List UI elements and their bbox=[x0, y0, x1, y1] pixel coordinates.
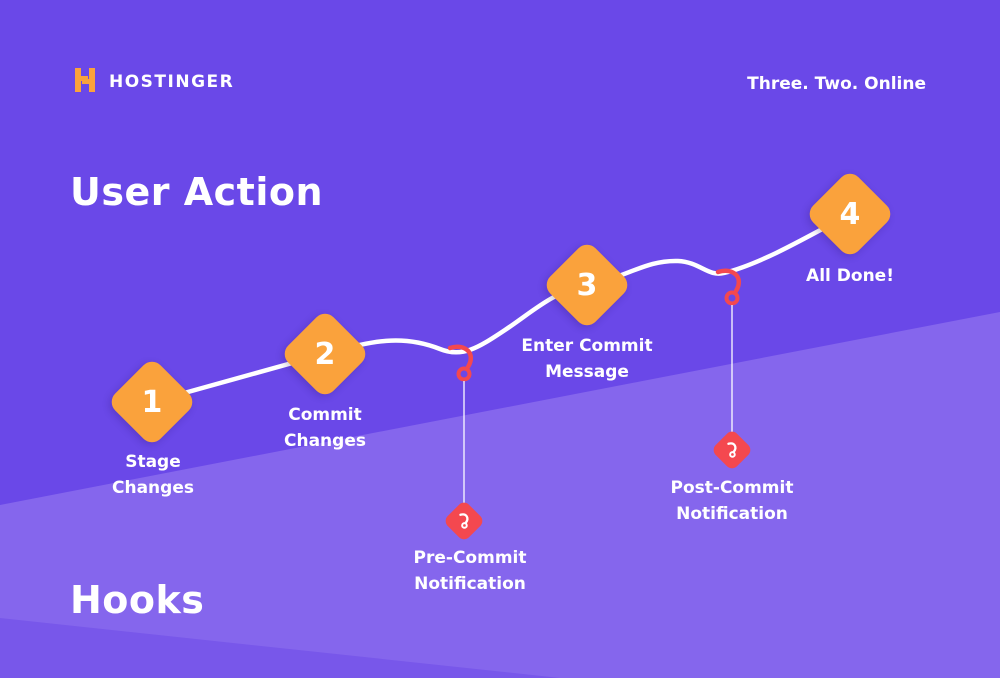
step-number-3: 3 bbox=[576, 267, 598, 303]
step-number-1: 1 bbox=[141, 384, 163, 420]
step-label-commit-changes: Commit Changes bbox=[284, 405, 366, 451]
hostinger-logo-icon bbox=[72, 66, 98, 98]
brand-name: HOSTINGER bbox=[109, 72, 235, 92]
hook-label-post-commit: Post-Commit Notification bbox=[670, 478, 794, 524]
hostinger-logo: HOSTINGER bbox=[72, 66, 234, 98]
step-label-stage-changes: Stage Changes bbox=[112, 452, 194, 498]
hook-label-pre-commit: Pre-Commit Notification bbox=[413, 548, 527, 594]
heading-user-action: User Action bbox=[70, 170, 324, 214]
hook-glyph-icon bbox=[459, 513, 469, 529]
step-label-all-done: All Done! bbox=[806, 266, 894, 286]
post-commit-hook-badge bbox=[710, 428, 754, 472]
step-label-enter-commit-message: Enter Commit Message bbox=[521, 336, 653, 382]
pre-commit-hook-icon bbox=[447, 344, 474, 382]
step-number-4: 4 bbox=[839, 196, 861, 232]
step-number-2: 2 bbox=[314, 336, 336, 372]
post-commit-hook-icon bbox=[715, 268, 742, 306]
heading-hooks: Hooks bbox=[70, 578, 205, 622]
pre-commit-hook-badge bbox=[442, 499, 486, 543]
brand-tagline: Three. Two. Online bbox=[747, 74, 926, 94]
hook-glyph-icon bbox=[727, 442, 737, 458]
timeline-curve bbox=[149, 211, 853, 405]
